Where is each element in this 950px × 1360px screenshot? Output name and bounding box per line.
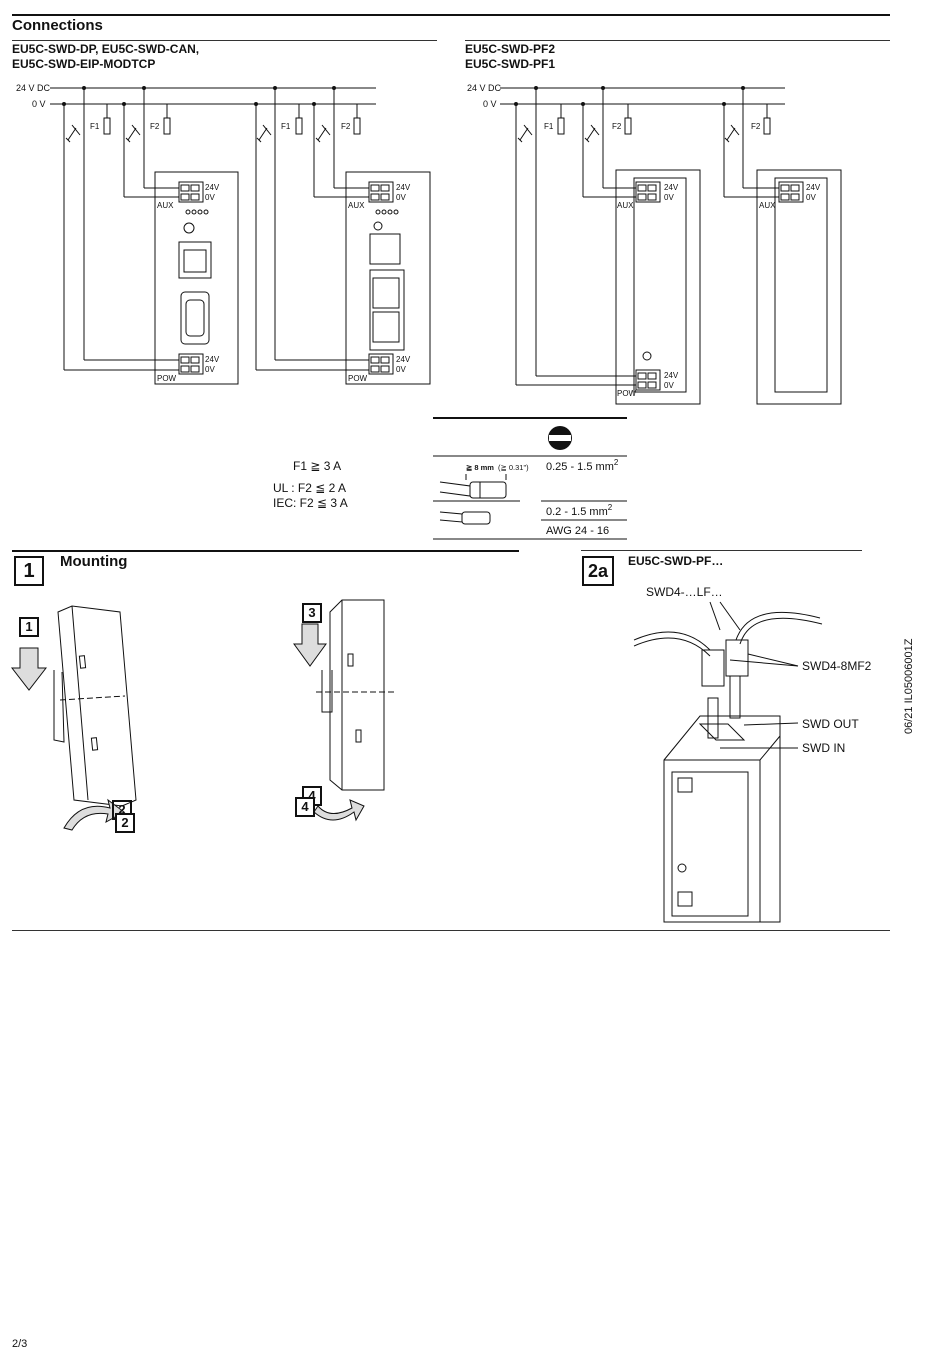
section2-number: 2a (582, 556, 614, 586)
wire-table (433, 417, 627, 540)
step-2: 2 (115, 813, 135, 833)
v0-b1: 0V (396, 193, 406, 202)
device-pf2 (515, 88, 701, 405)
left-models-rule (12, 40, 437, 41)
pow-label-c: POW (617, 389, 637, 398)
v0-b2: 0V (396, 365, 406, 374)
rail-24vdc-right: 24 V DC (467, 83, 502, 93)
rail-0v-left: 0 V (32, 99, 46, 109)
fuse-f1-label-b: F1 (281, 122, 291, 131)
v0-a1: 0V (205, 193, 215, 202)
range-1: 0.25 - 1.5 mm2 (546, 458, 619, 473)
fuse-f2-label-a: F2 (150, 122, 160, 131)
right-models-line1: EU5C-SWD-PF2 (465, 42, 556, 56)
device-dp-1 (63, 88, 239, 385)
fuse-f1-label-a: F1 (90, 122, 100, 131)
section1-number: 1 (14, 556, 44, 586)
step-1: 1 (19, 617, 39, 637)
fuse-spec-f1: F1 ≧ 3 A (293, 459, 341, 473)
callout-swd-in: SWD IN (802, 741, 845, 755)
rail-0v-right: 0 V (483, 99, 497, 109)
aux-label-c: AUX (617, 201, 634, 210)
fuse-f1-label-c: F1 (544, 122, 554, 131)
v0-a2: 0V (205, 365, 215, 374)
mounting-illustration (10, 599, 396, 831)
strip-length-inch: (≧ 0.31") (498, 463, 529, 472)
callout-lf: SWD4-…LF… (646, 585, 723, 599)
range-2: 0.2 - 1.5 mm2 (546, 503, 613, 518)
rail-24vdc-left: 24 V DC (16, 83, 51, 93)
section1-title: Mounting (60, 553, 128, 570)
v24-c2: 24V (664, 371, 679, 380)
v24-a1: 24V (205, 183, 220, 192)
section2-title: EU5C-SWD-PF… (628, 554, 724, 568)
v24-b2: 24V (396, 355, 411, 364)
left-models-line2: EU5C-SWD-EIP-MODTCP (12, 57, 156, 71)
left-models-line1: EU5C-SWD-DP, EU5C-SWD-CAN, (12, 42, 200, 56)
section1-rule (12, 550, 519, 552)
page-title: Connections (12, 17, 103, 34)
awg-range: AWG 24 - 16 (546, 525, 609, 537)
right-models-line2: EU5C-SWD-PF1 (465, 57, 556, 71)
fuse-spec-ul: UL : F2 ≦ 2 A (273, 481, 346, 495)
right-models-rule (465, 40, 890, 41)
step-3: 3 (302, 603, 322, 623)
bottom-rule (12, 930, 890, 931)
v24-a2: 24V (205, 355, 220, 364)
ferrule-icon (439, 474, 507, 525)
fuse-spec-iec: IEC: F2 ≦ 3 A (273, 496, 348, 510)
aux-label-a: AUX (157, 201, 174, 210)
page-number: 2/3 (12, 1338, 28, 1350)
v24-d1: 24V (806, 183, 821, 192)
pow-label-a: POW (157, 374, 177, 383)
v0-c2: 0V (664, 381, 674, 390)
side-code: 06/21 IL05006001Z (903, 638, 915, 734)
v24-b1: 24V (396, 183, 411, 192)
swd-connector-illustration (633, 601, 823, 923)
v24-c1: 24V (664, 183, 679, 192)
callout-8mf2: SWD4-8MF2 (802, 659, 872, 673)
fuse-f2-label-c: F2 (612, 122, 622, 131)
aux-label-b: AUX (348, 201, 365, 210)
pow-label-b: POW (348, 374, 368, 383)
step-4: 4 (295, 797, 315, 817)
fuse-f2-label-d: F2 (751, 122, 761, 131)
section2-rule (581, 550, 862, 551)
callout-swd-out: SWD OUT (802, 717, 859, 731)
fuse-f2-label-b: F2 (341, 122, 351, 131)
top-rule (12, 14, 890, 16)
aux-label-d: AUX (759, 201, 776, 210)
v0-d1: 0V (806, 193, 816, 202)
strip-length: ≧ 8 mm (466, 463, 494, 472)
device-pf1 (723, 88, 842, 405)
v0-c1: 0V (664, 193, 674, 202)
device-eip-2 (255, 88, 431, 385)
